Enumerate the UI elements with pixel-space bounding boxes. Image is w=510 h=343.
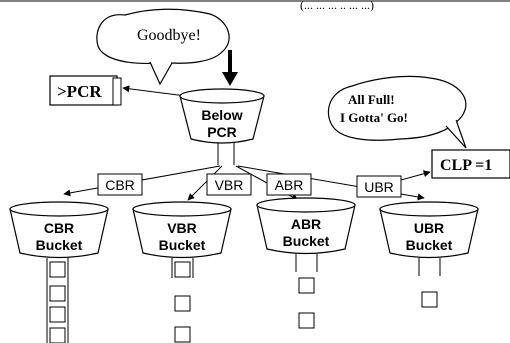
cell-square	[49, 327, 66, 343]
goodbye-text: Goodbye!	[137, 27, 201, 44]
below-pcr-bucket: Below PCR	[179, 88, 265, 144]
dist-arrow-vbr	[187, 165, 223, 201]
abr-bucket-line2: Bucket	[283, 233, 330, 249]
clp-box: CLP =1	[431, 149, 510, 179]
cell-square	[174, 261, 191, 278]
ubr-bucket-line2: Bucket	[406, 237, 453, 253]
abr-bucket: ABR Bucket	[256, 197, 356, 329]
vbr-bucket-line2: Bucket	[159, 237, 206, 253]
service-label-ubr: UBR	[356, 175, 402, 198]
svg-text:UBR: UBR	[364, 179, 394, 195]
abr-bucket-line1: ABR	[291, 216, 321, 232]
ubr-bucket-line1: UBR	[414, 220, 444, 236]
pcr-exceed-box: >PCR	[49, 75, 122, 106]
down-arrow-icon	[222, 50, 238, 86]
clp-label: CLP =1	[440, 157, 492, 174]
service-label-abr: ABR	[266, 173, 312, 196]
svg-text:VBR: VBR	[215, 177, 244, 193]
below-pcr-line2: PCR	[207, 124, 237, 140]
all-full-speech-bubble: All Full! I Gotta' Go!	[327, 75, 467, 149]
cell-square	[174, 295, 191, 312]
service-label-vbr: VBR	[206, 173, 252, 196]
service-label-cbr: CBR	[97, 173, 143, 196]
all-full-line1: All Full!	[348, 92, 395, 107]
cell-square	[298, 277, 315, 294]
cbr-bucket: CBR Bucket	[9, 201, 109, 343]
ubr-bucket: UBR Bucket	[379, 201, 479, 308]
pcr-exceed-label: >PCR	[57, 82, 102, 101]
cell-square	[49, 285, 66, 302]
svg-text:ABR: ABR	[275, 177, 304, 193]
cell-square	[49, 261, 66, 278]
vbr-bucket: VBR Bucket	[132, 201, 232, 343]
below-pcr-line1: Below	[201, 107, 242, 123]
cbr-bucket-line2: Bucket	[36, 237, 83, 253]
to-pcr-arrow	[122, 85, 187, 97]
top-caption: (... ... ... .. ... ...)	[300, 0, 374, 12]
goodbye-speech-bubble: Goodbye!	[96, 8, 230, 86]
cell-square	[49, 306, 66, 323]
svg-text:CBR: CBR	[105, 177, 135, 193]
cell-square	[298, 312, 315, 329]
vbr-bucket-line1: VBR	[167, 220, 197, 236]
cell-square	[421, 291, 438, 308]
all-full-line2: I Gotta' Go!	[340, 110, 408, 125]
cbr-bucket-line1: CBR	[44, 220, 74, 236]
cell-square	[174, 326, 191, 343]
